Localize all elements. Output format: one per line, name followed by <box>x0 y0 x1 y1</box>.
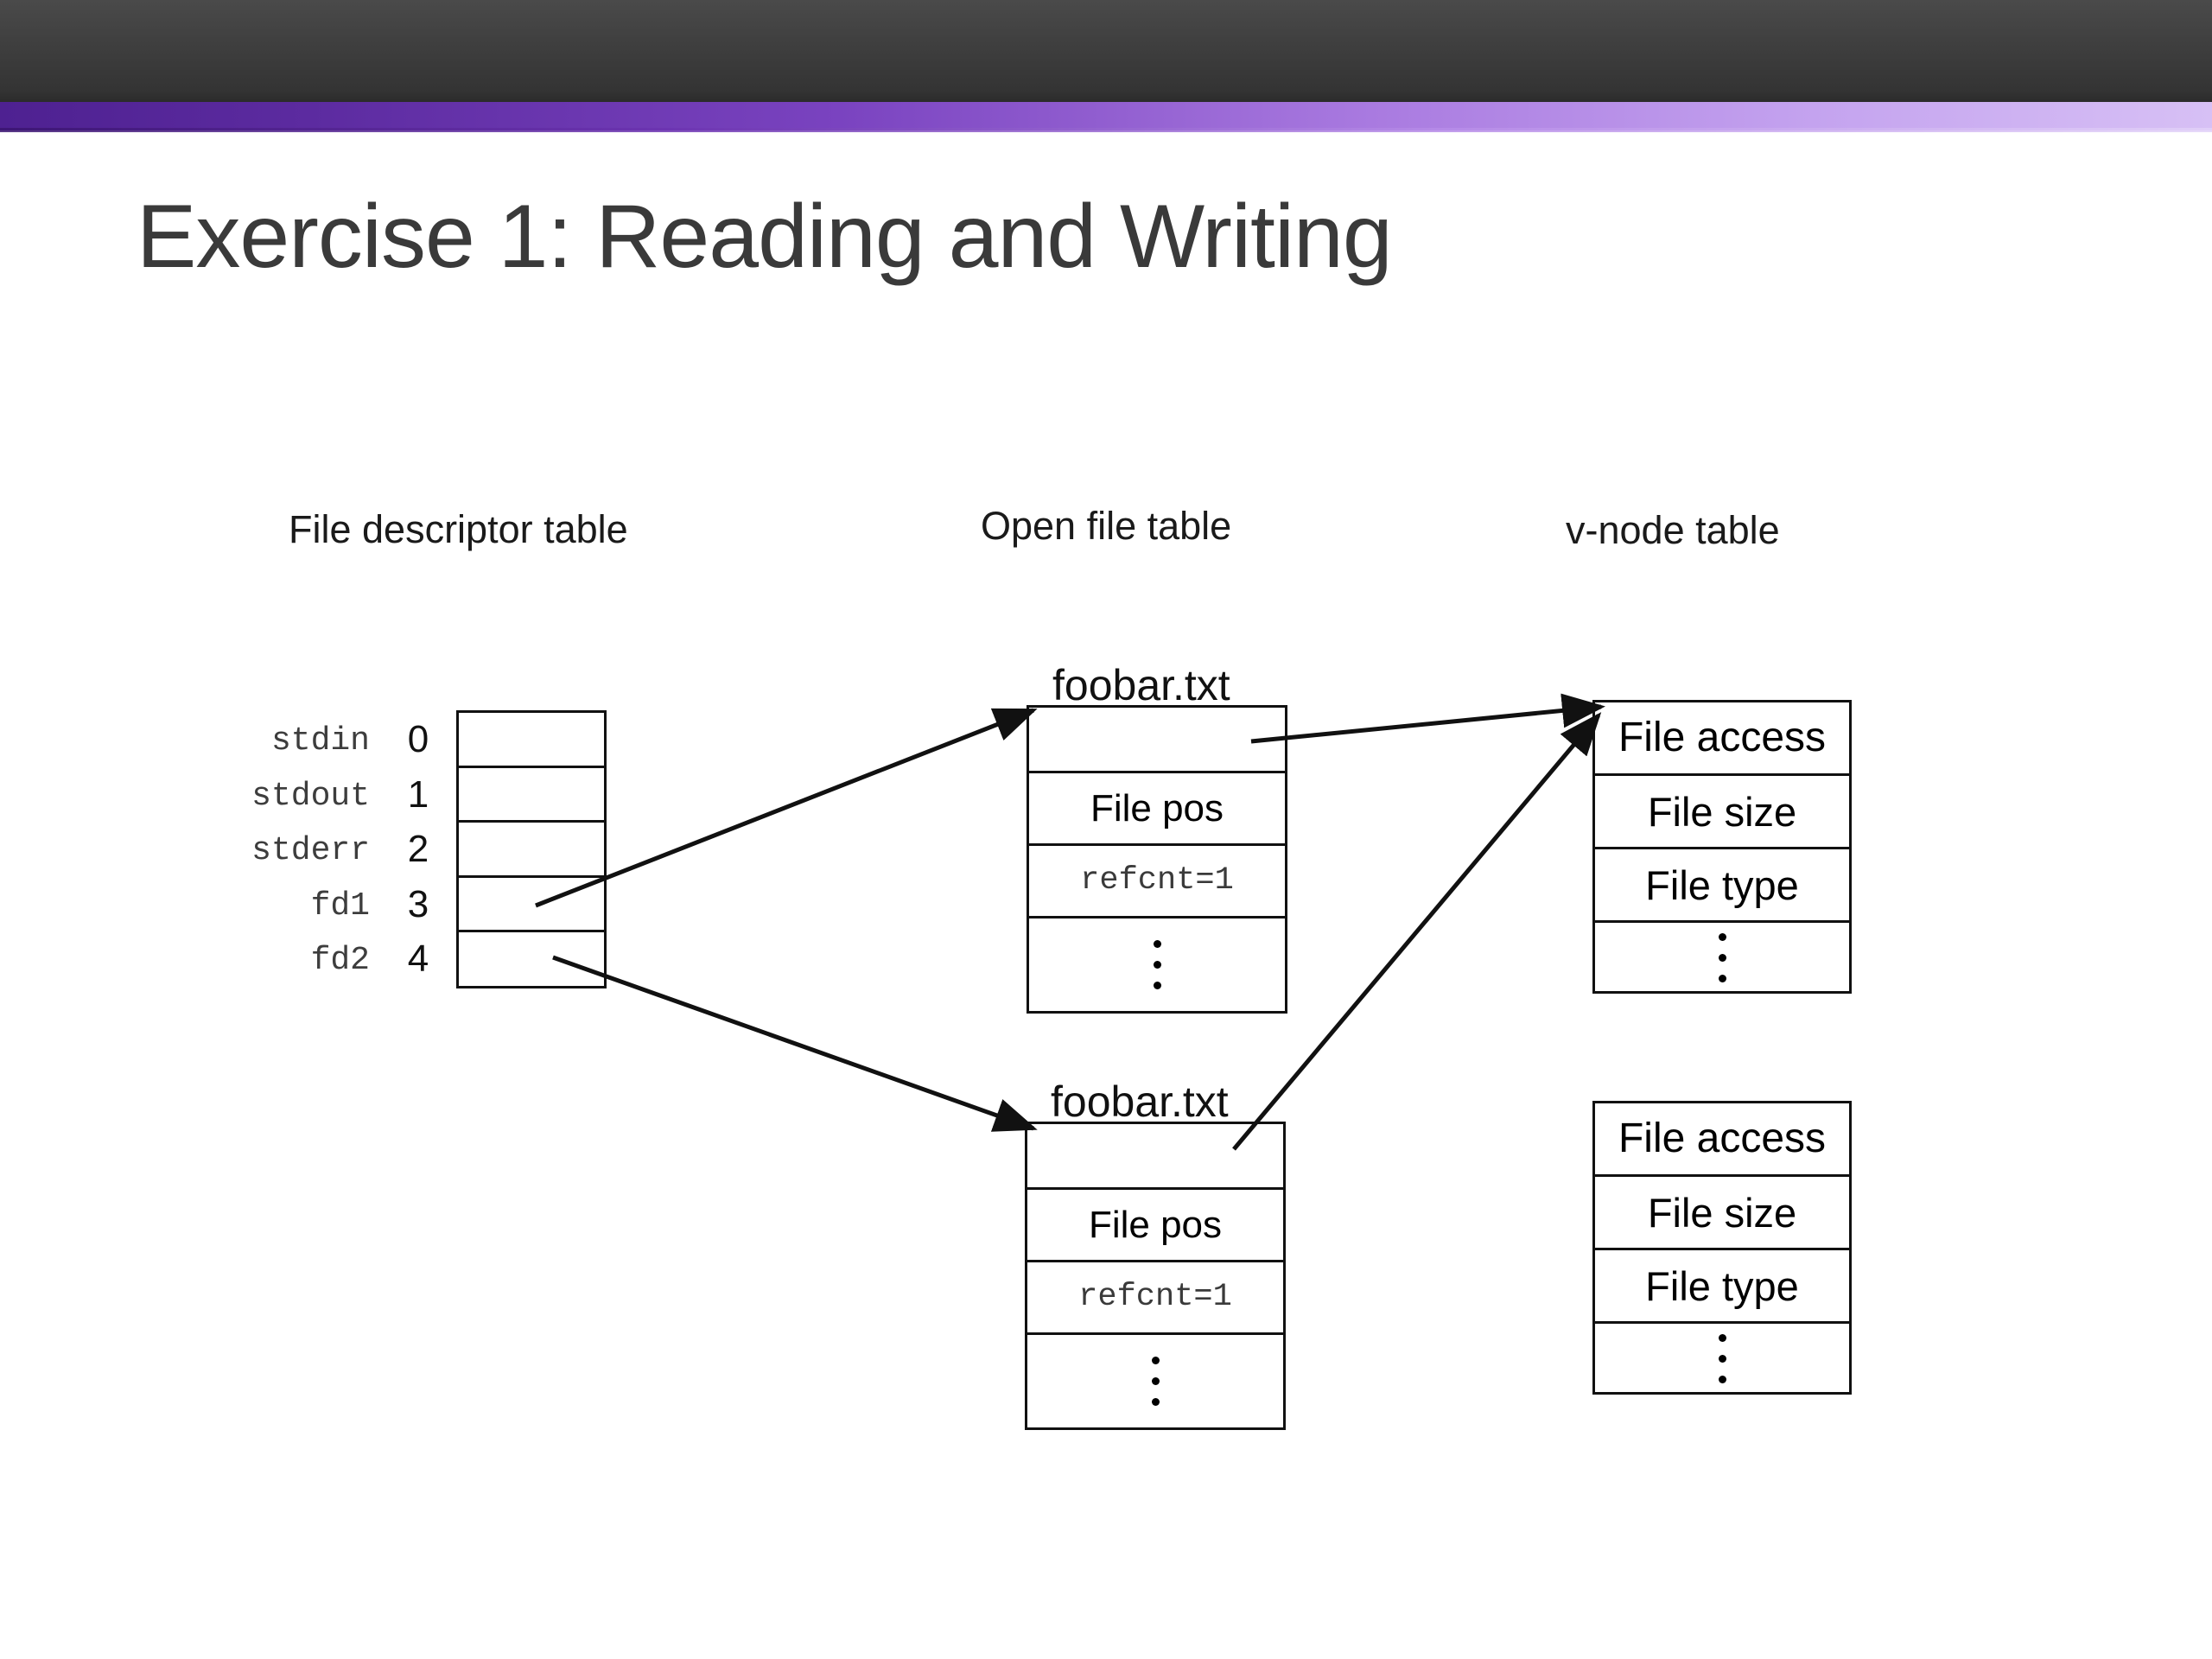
open-file-entry-2-row-label: File pos <box>1088 1203 1223 1246</box>
open-file-entry-2-row-label: refcnt=1 <box>1078 1279 1232 1315</box>
open-file-entry-1-row-label: refcnt=1 <box>1080 862 1234 899</box>
vnode-entry-2-row-label: File size <box>1647 1189 1797 1236</box>
arrow-fd4-to-open-file-2 <box>552 955 1038 1132</box>
fd-table-cell-4 <box>459 932 604 988</box>
open-file-entry-2-row <box>1027 1335 1283 1427</box>
vnode-entry-1-row-label: File size <box>1647 788 1797 835</box>
open-file-entry-1-row: File pos <box>1029 773 1285 846</box>
open-file-entry-1-row-label: File pos <box>1090 786 1224 830</box>
vertical-ellipsis-icon <box>1718 933 1726 983</box>
open-file-entry-2: File pos refcnt=1 <box>1025 1122 1286 1430</box>
slide-accent-band-highlight <box>0 128 2212 132</box>
page-title: Exercise 1: Reading and Writing <box>137 187 1393 287</box>
fd-number-4: 4 <box>407 938 429 981</box>
fd-number-0: 0 <box>407 718 429 760</box>
fd-number-2: 2 <box>407 828 429 871</box>
open-file-entry-1: File pos refcnt=1 <box>1027 705 1287 1014</box>
vertical-ellipsis-icon <box>1718 1334 1726 1384</box>
heading-vnode-table: v-node table <box>1566 508 1780 552</box>
vnode-entry-1-row-label: File type <box>1645 861 1799 908</box>
open-file-entry-1-row <box>1029 708 1285 773</box>
open-file-entry-2-title: foobar.txt <box>1051 1077 1229 1126</box>
heading-open-file-table: Open file table <box>981 504 1232 548</box>
vnode-entry-1-row <box>1595 923 1849 994</box>
fd-name-fd2: fd2 <box>310 942 370 980</box>
fd-number-1: 1 <box>407 772 429 816</box>
vnode-entry-2-row-label: File access <box>1618 1116 1827 1161</box>
file-descriptor-table <box>456 710 607 988</box>
vnode-entry-2-row-label: File type <box>1645 1262 1799 1309</box>
arrow-fd3-to-open-file-1 <box>535 708 1038 908</box>
vnode-entry-2-row: File size <box>1595 1177 1849 1250</box>
vnode-entry-1-row: File size <box>1595 776 1849 849</box>
open-file-entry-2-row: File pos <box>1027 1190 1283 1262</box>
vnode-entry-1-row: File type <box>1595 849 1849 923</box>
vertical-ellipsis-icon <box>1151 1356 1160 1407</box>
vnode-entry-1-row-label: File access <box>1618 715 1827 760</box>
open-file-entry-1-row <box>1029 918 1285 1011</box>
fd-name-stderr: stderr <box>251 832 370 870</box>
open-file-entry-2-row <box>1027 1124 1283 1190</box>
fd-table-cell-2 <box>459 823 604 878</box>
slide-top-bar <box>0 0 2212 102</box>
open-file-entry-2-row: refcnt=1 <box>1027 1262 1283 1335</box>
fd-name-fd1: fd1 <box>310 887 370 925</box>
fd-table-cell-1 <box>459 768 604 823</box>
vnode-entry-2-row: File type <box>1595 1250 1849 1324</box>
fd-name-stdout: stdout <box>251 777 370 815</box>
fd-table-cell-0 <box>459 713 604 768</box>
fd-table-cell-3 <box>459 878 604 933</box>
arrow-open-file-1-to-vnode <box>1250 693 1605 744</box>
vnode-entry-1-row: File access <box>1595 702 1849 776</box>
vnode-entry-2-row: File access <box>1595 1103 1849 1177</box>
heading-file-descriptor-table: File descriptor table <box>289 507 628 551</box>
open-file-entry-1-title: foobar.txt <box>1052 661 1230 709</box>
arrow-open-file-2-to-vnode <box>1232 712 1602 1151</box>
fd-number-3: 3 <box>407 882 429 925</box>
vnode-entry-2-row <box>1595 1324 1849 1395</box>
open-file-entry-1-row: refcnt=1 <box>1029 846 1285 918</box>
fd-name-stdin: stdin <box>270 722 370 760</box>
vertical-ellipsis-icon <box>1153 939 1161 990</box>
slide-accent-band <box>0 102 2212 130</box>
